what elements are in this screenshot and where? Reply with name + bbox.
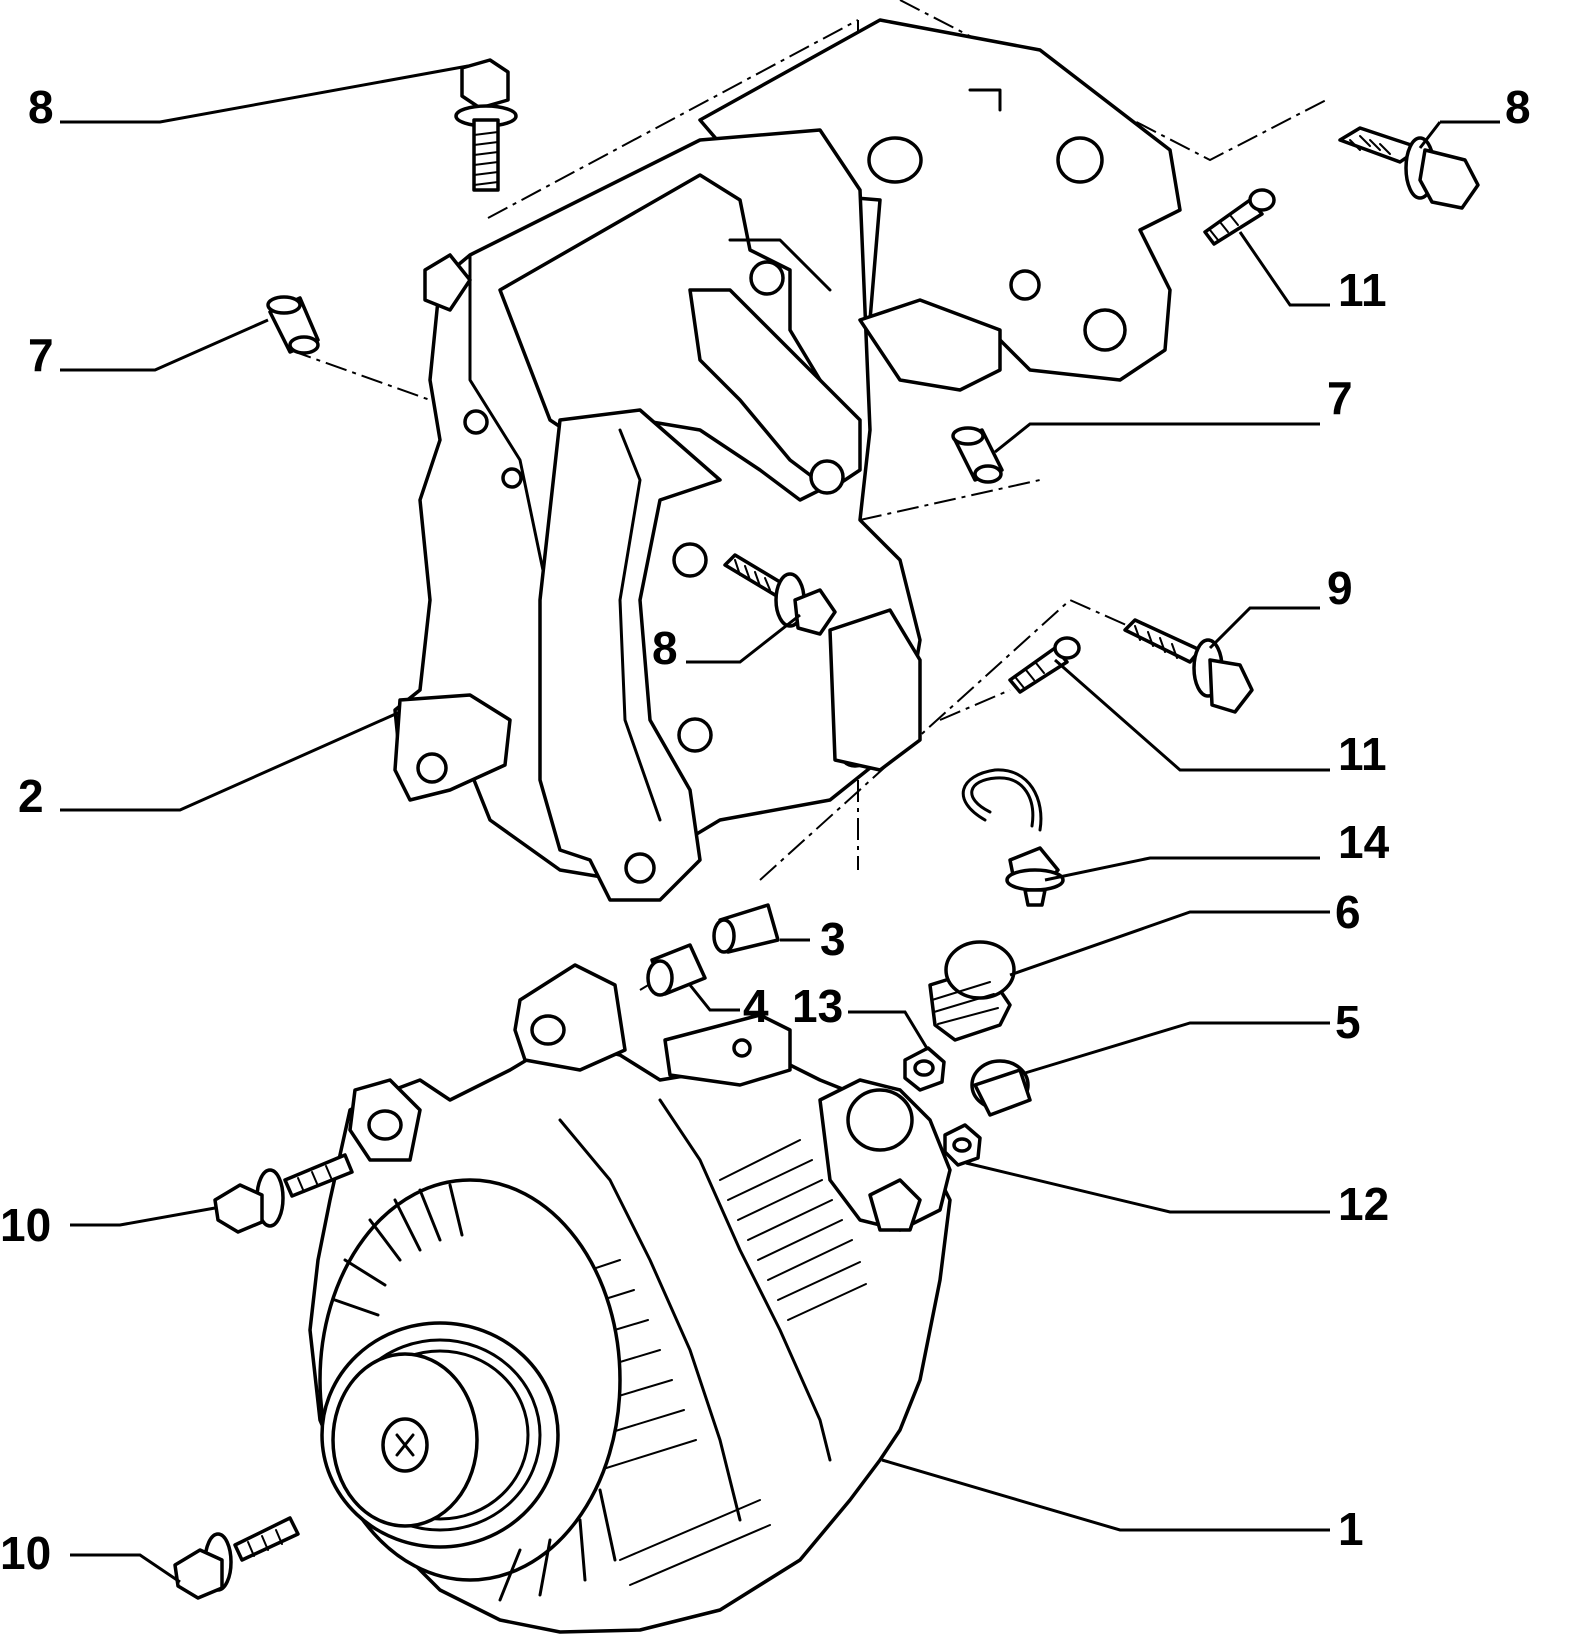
callout-9: 9 bbox=[1327, 562, 1353, 614]
callout-11-middle: 11 bbox=[1338, 728, 1387, 780]
bolt-8-middle bbox=[723, 553, 837, 636]
callout-14: 14 bbox=[1338, 816, 1390, 868]
callout-1: 1 bbox=[1338, 1503, 1364, 1555]
callout-13: 13 bbox=[792, 980, 843, 1032]
callout-8-top-right: 8 bbox=[1505, 81, 1531, 133]
leader-lines bbox=[60, 64, 1500, 1584]
callout-10-lower: 10 bbox=[0, 1527, 51, 1579]
clip-14 bbox=[961, 768, 1065, 907]
callout-5: 5 bbox=[1335, 996, 1361, 1048]
mounting-bracket bbox=[393, 18, 1182, 902]
bush-3 bbox=[712, 903, 780, 954]
stud-11-middle bbox=[1008, 636, 1081, 694]
spacer-7-left bbox=[266, 295, 320, 355]
spacer-7-right bbox=[951, 426, 1004, 484]
bolt-10-upper bbox=[213, 1153, 354, 1234]
callout-3: 3 bbox=[820, 913, 846, 965]
callout-7-left: 7 bbox=[28, 329, 54, 381]
callout-12: 12 bbox=[1338, 1178, 1389, 1230]
callout-2: 2 bbox=[18, 770, 44, 822]
callout-labels: 8 8 11 7 7 9 8 11 2 14 3 6 4 13 5 12 10 … bbox=[0, 81, 1531, 1579]
callout-10-upper: 10 bbox=[0, 1199, 51, 1251]
callout-8-middle: 8 bbox=[652, 622, 678, 674]
alternator-body bbox=[308, 963, 952, 1634]
cap-5 bbox=[970, 1059, 1032, 1117]
nut-12 bbox=[943, 1123, 982, 1167]
callout-4: 4 bbox=[743, 980, 769, 1032]
callout-6: 6 bbox=[1335, 886, 1361, 938]
bolt-8-top-left bbox=[454, 58, 518, 192]
fan-vanes bbox=[333, 1183, 617, 1602]
bolt-8-top-right bbox=[1338, 126, 1480, 210]
bush-4 bbox=[646, 943, 707, 997]
callout-11-top: 11 bbox=[1338, 264, 1387, 316]
cap-6 bbox=[928, 940, 1016, 1042]
bolt-10-lower bbox=[173, 1516, 300, 1600]
stud-11-top bbox=[1203, 188, 1276, 246]
nut-13 bbox=[903, 1046, 946, 1092]
callout-8-top-left: 8 bbox=[28, 81, 54, 133]
callout-7-right: 7 bbox=[1327, 372, 1353, 424]
bolt-9 bbox=[1123, 618, 1254, 714]
